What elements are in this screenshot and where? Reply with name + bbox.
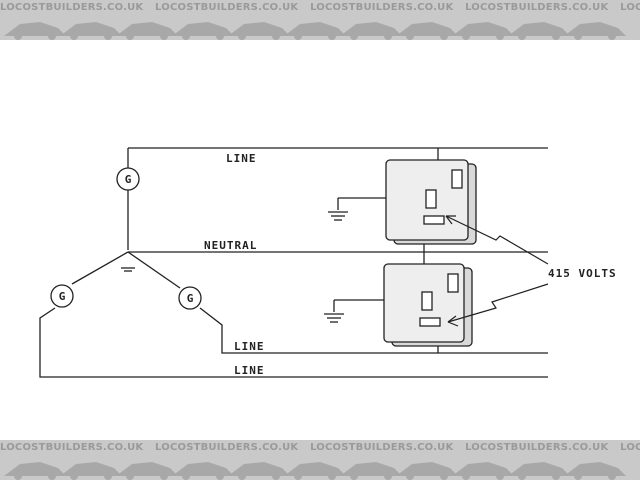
top-line-label: LINE (226, 152, 257, 165)
switch-icon (447, 273, 459, 293)
car-silhouette-icon (508, 462, 570, 480)
watermark-text: LOCOSTBUILDERS.CO.UK (465, 2, 609, 13)
watermark-text: LOCOSTBUILDERS.CO.UK (620, 2, 640, 13)
car-silhouette-icon (116, 22, 178, 40)
car-silhouette-icon (4, 22, 66, 40)
lower-socket (383, 263, 473, 347)
bottom-line-label: LINE (234, 364, 265, 377)
socket-pin-icon (423, 215, 445, 225)
neutral-label: NEUTRAL (204, 239, 257, 252)
car-silhouette-icon (228, 462, 290, 480)
car-silhouette-icon (116, 462, 178, 480)
watermark-text: LOCOSTBUILDERS.CO.UK (310, 442, 454, 453)
earth-icon (324, 313, 344, 323)
car-silhouette-icon (60, 462, 122, 480)
wiring-diagram: G G G LINE NEUTRAL LINE LINE 415 VOLTS (39, 147, 617, 378)
car-silhouette-icon (228, 22, 290, 40)
socket-pin-icon (425, 189, 437, 209)
voltage-arrow-lower (447, 283, 549, 323)
car-silhouette-icon (508, 22, 570, 40)
watermark-text-row: LOCOSTBUILDERS.CO.UK LOCOSTBUILDERS.CO.U… (0, 2, 640, 13)
earth-icon (328, 211, 348, 221)
generator-left: G (50, 284, 74, 308)
watermark-text: LOCOSTBUILDERS.CO.UK (155, 2, 299, 13)
car-silhouette-icon (172, 22, 234, 40)
voltage-arrows (445, 215, 549, 327)
watermark-text: LOCOSTBUILDERS.CO.UK (465, 442, 609, 453)
star-left-branch (71, 251, 129, 285)
car-silhouette-icon (340, 22, 402, 40)
car-silhouette-icon (60, 22, 122, 40)
voltage-arrow-upper (445, 215, 549, 265)
car-silhouette-row (4, 462, 626, 480)
car-silhouette-icon (340, 462, 402, 480)
watermark-text: LOCOSTBUILDERS.CO.UK (0, 442, 144, 453)
car-silhouette-icon (284, 22, 346, 40)
switch-icon (451, 169, 463, 189)
left-generator-lead (39, 307, 548, 378)
middle-line-label: LINE (234, 340, 265, 353)
top-watermark-banner: LOCOSTBUILDERS.CO.UK LOCOSTBUILDERS.CO.U… (0, 0, 640, 40)
generator-label: G (59, 290, 66, 303)
bottom-watermark-banner: LOCOSTBUILDERS.CO.UK LOCOSTBUILDERS.CO.U… (0, 440, 640, 480)
watermark-text: LOCOSTBUILDERS.CO.UK (155, 442, 299, 453)
generator-label: G (125, 173, 132, 186)
watermark-text: LOCOSTBUILDERS.CO.UK (310, 2, 454, 13)
watermark-text: LOCOSTBUILDERS.CO.UK (0, 2, 144, 13)
car-silhouette-icon (172, 462, 234, 480)
generator-right: G (178, 286, 202, 310)
right-generator-lead (199, 307, 548, 354)
star-right-branch (127, 251, 181, 289)
car-silhouette-icon (452, 462, 514, 480)
watermark-text-row: LOCOSTBUILDERS.CO.UK LOCOSTBUILDERS.CO.U… (0, 442, 640, 453)
socket-pin-icon (421, 291, 433, 311)
car-silhouette-icon (4, 462, 66, 480)
car-silhouette-icon (396, 462, 458, 480)
car-silhouette-icon (396, 22, 458, 40)
star-point-earth-icon (121, 267, 135, 272)
generator-top: G (116, 167, 140, 191)
generator-label: G (187, 292, 194, 305)
car-silhouette-icon (452, 22, 514, 40)
watermark-text: LOCOSTBUILDERS.CO.UK (620, 442, 640, 453)
car-silhouette-icon (564, 22, 626, 40)
upper-socket (385, 159, 477, 245)
car-silhouette-icon (284, 462, 346, 480)
socket-pin-icon (419, 317, 441, 327)
car-silhouette-row (4, 22, 626, 40)
car-silhouette-icon (564, 462, 626, 480)
voltage-label: 415 VOLTS (548, 267, 617, 280)
